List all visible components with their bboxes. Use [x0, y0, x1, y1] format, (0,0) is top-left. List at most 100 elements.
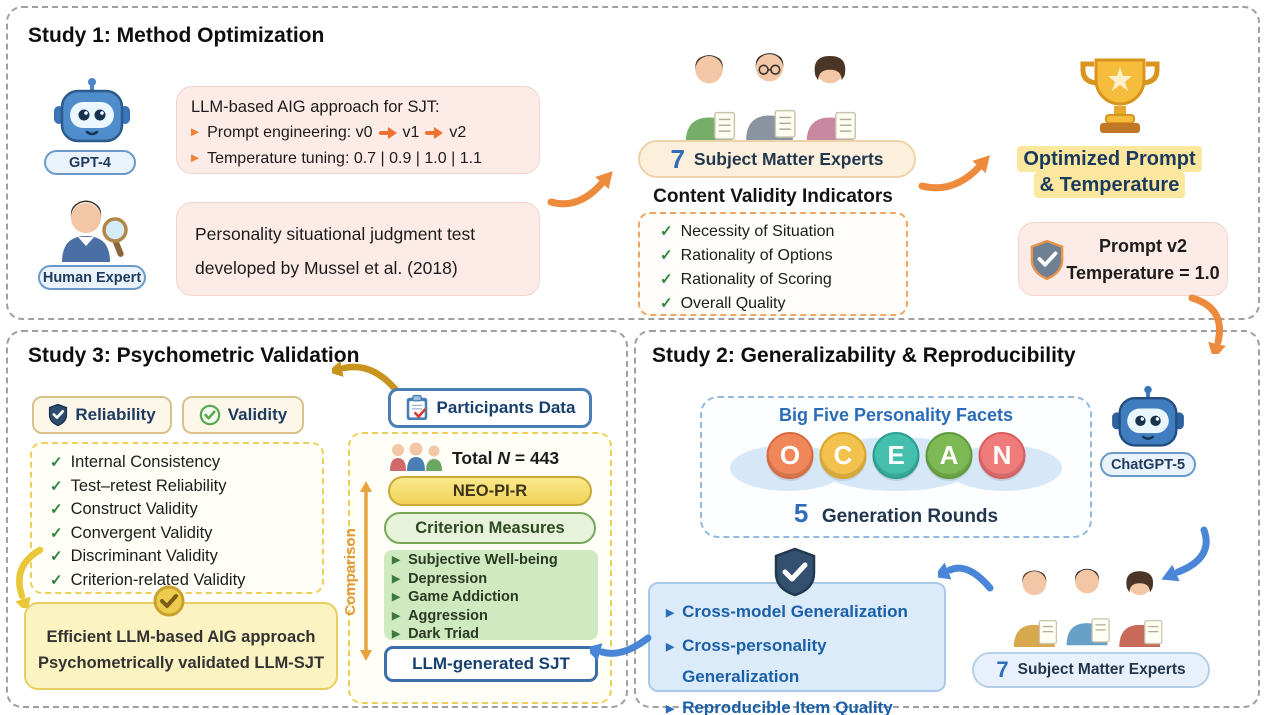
- experts-group-illustration: [672, 50, 867, 149]
- aig-approach-box: LLM-based AIG approach for SJT: ▶ Prompt…: [176, 86, 540, 174]
- experts-count: 7: [670, 143, 685, 174]
- check-item: ✓Discriminant Validity: [44, 545, 310, 569]
- result-line2: Temperature = 1.0: [1066, 263, 1220, 283]
- triangle-bullet-icon: ▶: [392, 591, 401, 604]
- reliability-shield-icon: [48, 403, 68, 427]
- experts-label: Subject Matter Experts: [1017, 661, 1186, 678]
- rounds-count: 5: [793, 498, 809, 528]
- optimized-result-box: Prompt v2 Temperature = 1.0: [1018, 222, 1228, 296]
- outcome-line2: Psychometrically validated LLM-SJT: [37, 654, 325, 672]
- criterion-label: Subjective Well-being: [408, 552, 558, 568]
- facets-box: Big Five Personality Facets O C E A N 5 …: [700, 396, 1092, 538]
- result-text: Prompt v2 Temperature = 1.0: [1063, 233, 1223, 287]
- outcome-box: Efficient LLM-based AIG approach Psychom…: [24, 602, 338, 690]
- validity-label: Validity: [227, 405, 288, 424]
- triangle-bullet-icon: ▶: [666, 641, 675, 653]
- criterion-item: ▶Aggression: [392, 608, 590, 627]
- criterion-item: ▶ Dark Triad: [392, 626, 590, 645]
- shield-check-icon: [1029, 239, 1065, 286]
- validity-item: ✓ Rationality of Scoring: [650, 268, 896, 292]
- source-test-line1: Personality situational judgment test: [195, 224, 476, 244]
- approach-prompt-v2: v2: [449, 124, 467, 141]
- check-icon: ✓: [50, 571, 63, 589]
- facets-title: Big Five Personality Facets: [778, 405, 1014, 425]
- arrow-participants-to-title-icon: [327, 352, 402, 403]
- triangle-bullet-icon: ▶: [666, 703, 675, 715]
- approach-prompt-v1: v1: [402, 124, 420, 141]
- check-icon: ✓: [660, 271, 673, 288]
- triangle-bullet-icon: ▶: [392, 628, 401, 641]
- source-test-line2: developed by Mussel et al. (2018): [195, 258, 458, 278]
- chatgpt5-label: ChatGPT-5: [1100, 452, 1196, 477]
- verified-shield-icon: [772, 546, 818, 603]
- check-icon: ✓: [660, 295, 673, 312]
- approach-prompt-text: Prompt engineering: v0: [207, 124, 373, 141]
- gpt4-label: GPT-4: [44, 150, 136, 175]
- arrow-experts-to-findings-icon: [933, 554, 996, 603]
- reliability-label: Reliability: [75, 405, 156, 424]
- psychometric-checklist: ✓Internal Consistency ✓Test–retest Relia…: [30, 442, 324, 594]
- reliability-badge: Reliability: [32, 396, 172, 434]
- criterion-list: ▶ Subjective Well-being ▶Depression ▶Game…: [384, 550, 598, 642]
- rounds-label: Generation Rounds: [821, 506, 999, 527]
- comparison-arrow-icon: [357, 480, 375, 669]
- experts-group-illustration: [1002, 566, 1172, 653]
- criterion-item: ▶Depression: [392, 571, 590, 590]
- arrow-study1-to-study2-icon: [1182, 292, 1238, 360]
- trophy-icon: [1072, 54, 1168, 145]
- arrow-rounds-to-experts-icon: [1148, 524, 1220, 589]
- arrow-study2-to-study3-icon: [584, 628, 654, 675]
- optimized-line1: Optimized Prompt: [1017, 146, 1202, 172]
- participants-people-icon: [388, 442, 444, 477]
- finding-label: Cross-personality Generalization: [682, 636, 827, 686]
- participants-title: Participants Data: [436, 398, 576, 417]
- findings-box: ▶ Cross-model Generalization ▶ Cross-perso…: [648, 582, 946, 715]
- finding-label: Cross-model Generalization: [682, 602, 908, 621]
- validity-item-label: Overall Quality: [680, 295, 786, 312]
- validity-item: ✓Rationality of Options: [650, 244, 896, 268]
- criterion-label: Dark Triad: [408, 626, 479, 643]
- approach-title: LLM-based AIG approach for SJT:: [191, 98, 440, 116]
- validity-item: ✓Necessity of Situation: [650, 220, 896, 244]
- gpt4-robot-icon: [50, 76, 134, 153]
- study2-title: Study 2: Generalizability & Reproducibil…: [652, 344, 1076, 367]
- study1-title: Study 1: Method Optimization: [28, 24, 325, 47]
- check-icon: ✓: [50, 501, 63, 519]
- finding-label: Reproducible Item Quality: [682, 698, 893, 715]
- check-item: ✓Internal Consistency: [44, 451, 310, 475]
- check-icon: ✓: [50, 548, 63, 566]
- check-item: ✓Construct Validity: [44, 498, 310, 522]
- check-item: ✓Convergent Validity: [44, 522, 310, 546]
- validity-badge: Validity: [182, 396, 304, 434]
- human-expert-icon: [52, 196, 136, 269]
- experts-banner: 7 Subject Matter Experts: [638, 140, 916, 178]
- participants-header: Participants Data: [388, 388, 592, 428]
- triangle-bullet-icon: ▶: [392, 572, 401, 585]
- approach-prompt-line: ▶ Prompt engineering: v0 v1 v2: [191, 120, 525, 146]
- arrow-to-optimized-icon: [916, 146, 994, 203]
- optimized-caption: Optimized Prompt & Temperature: [1002, 146, 1217, 198]
- total-n-text: Total N = 443: [452, 448, 559, 469]
- arrow-right-icon: [378, 127, 397, 139]
- total-prefix: Total: [452, 448, 498, 468]
- result-line1: Prompt v2: [1098, 236, 1188, 256]
- content-validity-box: ✓Necessity of Situation ✓Rationality of …: [638, 212, 908, 316]
- clipboard-icon: [405, 394, 429, 422]
- criterion-label: Aggression: [408, 607, 488, 624]
- triangle-bullet-icon: ▶: [666, 607, 675, 619]
- experts-count: 7: [996, 657, 1009, 682]
- human-expert-label: Human Expert: [38, 265, 146, 290]
- arrow-right-icon: [425, 127, 444, 139]
- ocean-letter-e: E: [872, 432, 920, 479]
- check-label: Internal Consistency: [70, 453, 221, 471]
- ocean-row: O C E A N: [766, 432, 1026, 479]
- gold-check-badge-icon: [152, 584, 186, 623]
- approach-temperature-text: Temperature tuning: 0.7 | 0.9 | 1.0 | 1.…: [207, 150, 482, 167]
- check-label: Convergent Validity: [70, 523, 213, 542]
- validity-check-icon: [199, 404, 221, 426]
- validity-item-label: Rationality of Scoring: [680, 271, 832, 288]
- outcome-line1: Efficient LLM-based AIG approach: [46, 628, 316, 646]
- ocean-letter-c: C: [819, 432, 867, 479]
- criterion-item: ▶Game Addiction: [392, 589, 590, 608]
